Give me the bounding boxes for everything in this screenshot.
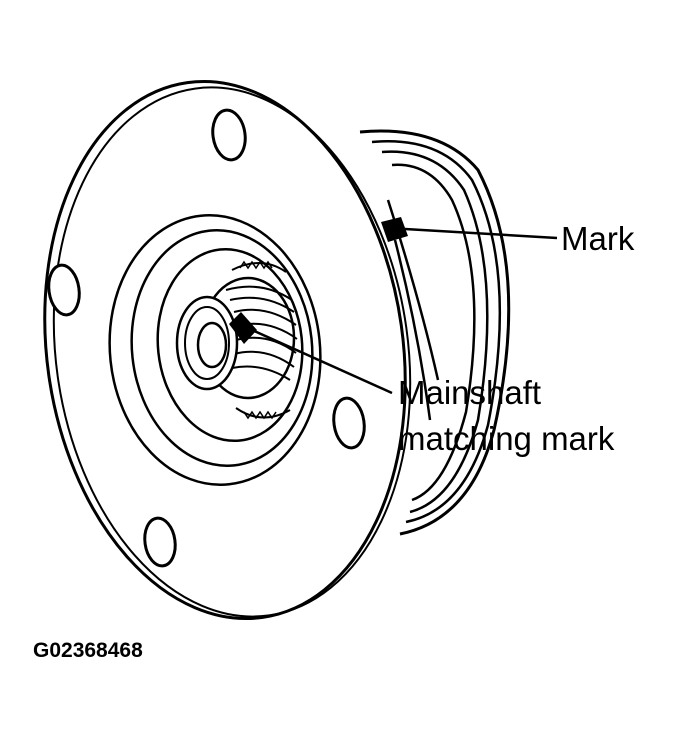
spline-ring [231, 260, 291, 420]
bolt-hole-bottom [143, 516, 177, 568]
flange-mark [381, 217, 408, 242]
bolt-holes [47, 108, 366, 568]
mainshaft-leader-line [251, 328, 393, 395]
mainshaft-matching-mark [229, 312, 257, 344]
figure-id: G02368468 [33, 639, 143, 662]
mark-leader-line [404, 227, 558, 240]
bolt-hole-left [47, 263, 81, 317]
bolt-hole-right [332, 396, 366, 450]
bolt-hole-top [211, 108, 247, 162]
mark-label: Mark [561, 220, 635, 257]
mainshaft-label-line2: matching mark [398, 420, 615, 457]
mainshaft-label-line1: Mainshaft [398, 374, 541, 411]
